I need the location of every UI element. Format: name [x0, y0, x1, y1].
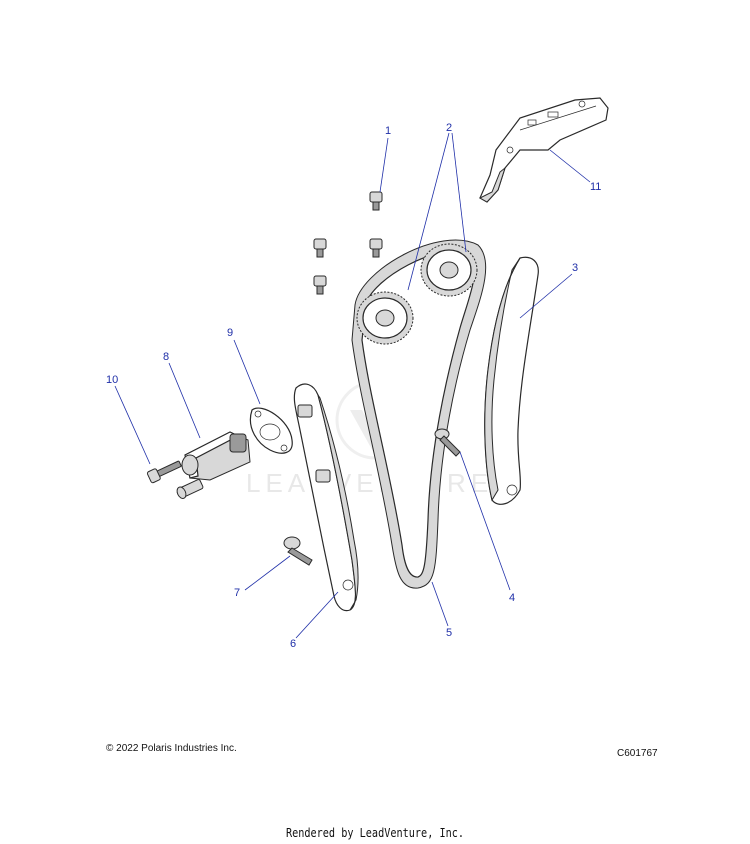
- leader-lines: [114, 132, 591, 639]
- callout-8[interactable]: 8: [163, 351, 169, 363]
- watermark-text: LEADVENTURE: [246, 468, 493, 498]
- arm-pivot-bolt-part: [283, 536, 313, 566]
- callout-5[interactable]: 5: [446, 627, 452, 639]
- diagram-id: C601767: [617, 748, 658, 759]
- gasket-part: [249, 407, 293, 454]
- cam-sprocket-part: [356, 243, 478, 345]
- callout-11[interactable]: 11: [590, 181, 601, 193]
- callout-1[interactable]: 1: [385, 125, 391, 137]
- callout-3[interactable]: 3: [572, 262, 578, 274]
- tensioner-bolt-part: [146, 460, 182, 484]
- callout-4[interactable]: 4: [509, 592, 515, 604]
- callout-6[interactable]: 6: [290, 638, 296, 650]
- callout-2[interactable]: 2: [446, 122, 452, 134]
- chain-guide-part: [484, 256, 539, 505]
- tensioner-arm-part: [293, 383, 359, 612]
- callout-10[interactable]: 10: [106, 374, 118, 386]
- callout-labels: 1 2 3 4 5 6 7 8 9 10 11: [106, 122, 601, 650]
- bolt-part: [313, 191, 383, 295]
- pivot-bolt-part: [434, 428, 461, 457]
- tensioner-body-part: [176, 431, 251, 499]
- copyright-text: © 2022 Polaris Industries Inc.: [106, 743, 237, 754]
- cam-bracket-part: [478, 97, 609, 203]
- callout-9[interactable]: 9: [227, 327, 233, 339]
- callout-7[interactable]: 7: [234, 587, 240, 599]
- rendered-by-text: Rendered by LeadVenture, Inc.: [285, 826, 465, 840]
- timing-chain-part: [351, 239, 487, 589]
